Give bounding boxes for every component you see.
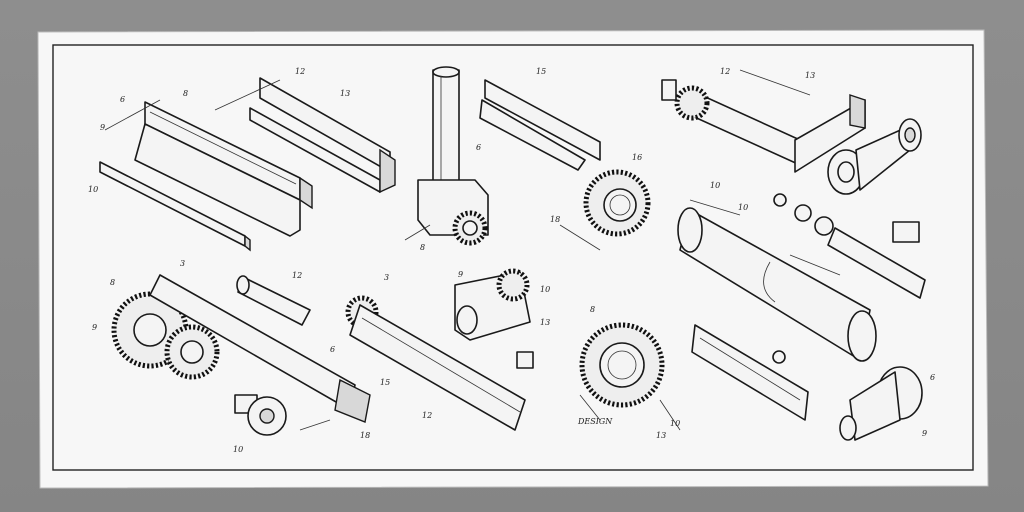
- i-beam-part: [134, 101, 313, 237]
- roller-assembly-part: [661, 79, 866, 173]
- label: 9: [100, 123, 105, 132]
- callout-labels: 6 8 9 10 12 13 15 6 8 10 12 13 16 18 10 …: [88, 67, 935, 454]
- label: 16: [632, 153, 642, 162]
- label: 9: [92, 323, 97, 332]
- label: 13: [805, 71, 815, 80]
- double-gear-part: [111, 291, 220, 380]
- label: 13: [656, 431, 666, 440]
- label: 8: [590, 305, 595, 314]
- label: 10: [710, 181, 720, 190]
- label: 12: [292, 271, 302, 280]
- label: 10: [233, 445, 243, 454]
- label: 12: [422, 411, 432, 420]
- label: 6: [330, 345, 335, 354]
- label: 12: [295, 67, 305, 76]
- label: 10: [670, 419, 680, 428]
- label: 13: [340, 89, 350, 98]
- flange-bushing-part: [234, 394, 287, 436]
- long-beam-part: [149, 274, 371, 423]
- pin-part: [236, 275, 311, 326]
- housing-block-part: [454, 268, 531, 341]
- label: 8: [420, 243, 425, 252]
- label: 15: [536, 67, 546, 76]
- dimension-lines: [104, 69, 841, 431]
- flat-bar-part: [99, 161, 251, 252]
- nut-part: [516, 351, 534, 369]
- label: 6: [930, 373, 935, 382]
- bracket-part: [691, 324, 809, 421]
- rail-part-top: [479, 79, 601, 171]
- label: 18: [550, 215, 560, 224]
- label: 10: [540, 285, 550, 294]
- washer-part: [772, 350, 786, 364]
- label: 8: [183, 89, 188, 98]
- label: 3: [384, 273, 389, 282]
- geared-shaft-part: [345, 295, 526, 431]
- channel-beam-part: [249, 77, 396, 194]
- shaft-column-part: [417, 66, 489, 246]
- gear-top-center: [583, 169, 651, 237]
- label: 13: [540, 318, 550, 327]
- inner-border: [52, 44, 974, 471]
- label: 9: [458, 270, 463, 279]
- label: 8: [110, 278, 115, 287]
- label: 10: [88, 185, 98, 194]
- label: 9: [922, 429, 927, 438]
- label: 3: [180, 259, 185, 268]
- tube-part: [677, 207, 877, 362]
- label: 15: [380, 378, 390, 387]
- label: 10: [738, 203, 748, 212]
- flanged-spool-part: [827, 118, 922, 195]
- label: 6: [476, 143, 481, 152]
- gear-bottom-center: [579, 322, 665, 408]
- label: 18: [360, 431, 370, 440]
- shaft-with-washers-part: [773, 193, 926, 299]
- label: DESIGN: [577, 417, 613, 426]
- hub-part: [839, 366, 923, 441]
- label: 6: [120, 95, 125, 104]
- label: 12: [720, 67, 730, 76]
